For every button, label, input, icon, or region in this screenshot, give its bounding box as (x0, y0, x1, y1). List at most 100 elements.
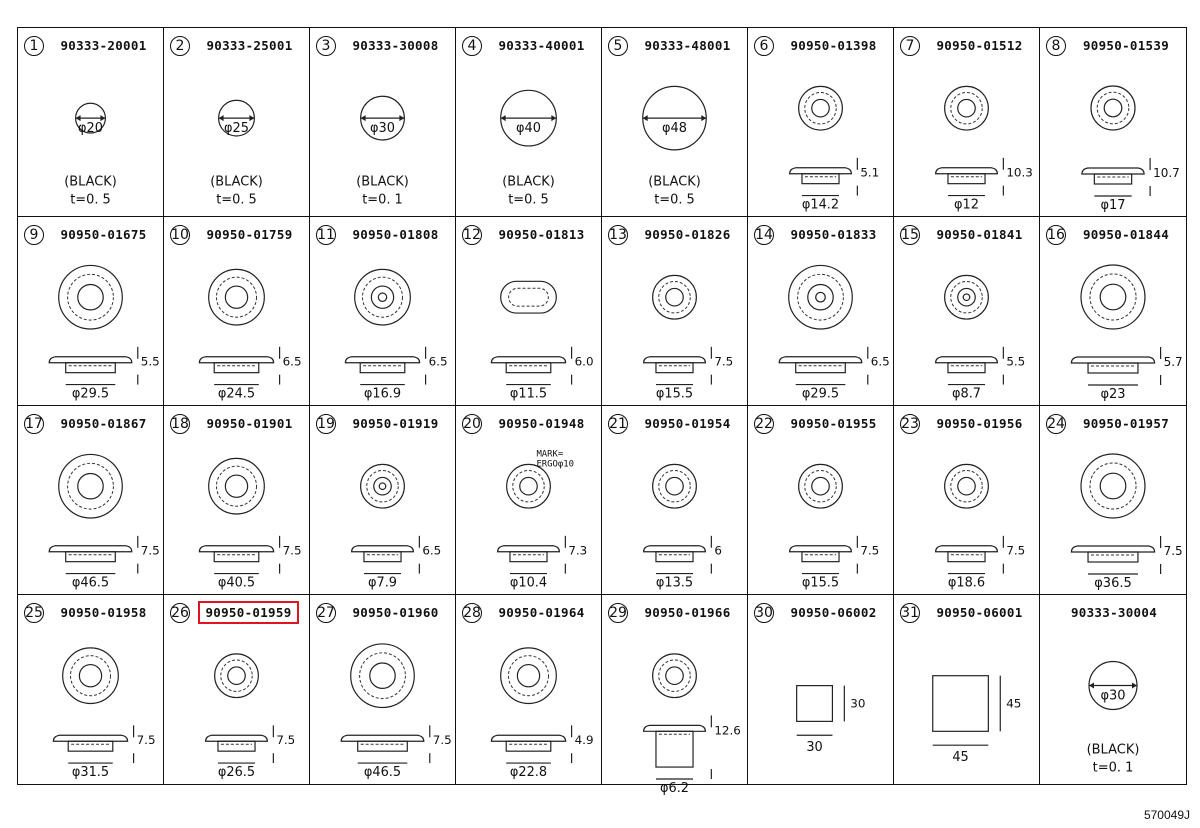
grommet-inner-ring (957, 287, 976, 307)
item-number: 3 (316, 36, 336, 56)
diameter-label: φ46.5 (364, 765, 401, 780)
body-profile (801, 173, 840, 185)
diameter-label: φ29.5 (72, 387, 109, 402)
grommet-outer-ring (944, 85, 989, 131)
part-number: 90950-01867 (60, 416, 147, 431)
arrow-heads (360, 115, 405, 122)
item-number: 31 (900, 603, 920, 623)
grommet-dashed-ring (950, 469, 983, 503)
part-number: 90333-25001 (206, 38, 293, 53)
color-note: (BLACK) (1087, 743, 1140, 758)
part-svg: φ8.7 5.5 (935, 274, 1025, 402)
grommet-outer-ring (944, 274, 989, 320)
grommet-outer-ring (208, 268, 265, 326)
thickness-note: t=0. 5 (216, 193, 257, 208)
grommet-dashed-ring (804, 91, 837, 125)
height-label: 7.5 (276, 733, 295, 747)
grommet-outer-ring (350, 643, 415, 709)
flange-profile (497, 545, 560, 553)
grommet-outer-ring (62, 647, 119, 705)
flange-profile (778, 356, 863, 364)
body-profile (67, 740, 114, 752)
part-svg: φ26.57.5 (205, 653, 295, 780)
part-drawing: φ30(BLACK)t=0. 1 (1040, 623, 1186, 784)
part-number: 90950-01964 (498, 605, 585, 620)
grommet-dashed-ring (361, 276, 404, 318)
thickness-note: t=0. 1 (362, 193, 403, 208)
grommet-outer-ring (360, 463, 405, 509)
part-number: 90950-01955 (790, 416, 877, 431)
part-svg: φ40(BLACK)t=0. 5 (500, 89, 557, 208)
diameter-label: φ12 (954, 198, 979, 213)
mark-note: MARK= (536, 449, 563, 459)
square-outline (932, 675, 989, 732)
flange-profile (643, 724, 706, 732)
grommet-inner-ring (77, 283, 104, 311)
grommet-dashed-ring (512, 469, 545, 503)
part-number: 90333-30004 (1070, 605, 1158, 620)
item-number: 2 (170, 36, 190, 56)
height-label: 5.1 (860, 166, 879, 180)
grommet-dashed-ring (797, 273, 844, 321)
height-label: 6.5 (429, 355, 448, 369)
grommet-dashed-ring (1089, 462, 1137, 510)
grommet-inner-ring (957, 476, 976, 496)
grommet-inner-ring (78, 663, 103, 688)
grommet-inner-ring (77, 472, 104, 500)
item-number: 5 (608, 36, 628, 56)
grommet-dashed-ring (359, 652, 406, 700)
diameter-label: φ20 (78, 121, 103, 136)
height-label: 7.5 (137, 733, 156, 747)
grommet-dashed-ring (950, 91, 983, 125)
part-number: 90950-06002 (790, 605, 877, 620)
height-label: 6.5 (283, 355, 302, 369)
grommet-outer-ring (788, 264, 853, 330)
part-number: 90950-01675 (60, 227, 147, 242)
grommet-outer-ring (500, 647, 557, 705)
part-svg: φ25(BLACK)t=0. 5 (210, 99, 263, 208)
item-number: 8 (1046, 36, 1066, 56)
flange-profile (1081, 167, 1145, 175)
part-svg: φ14.25.1 (789, 85, 879, 213)
diameter-label: φ8.7 (952, 387, 981, 402)
height-label: 5.5 (1006, 355, 1025, 369)
part-cell: 2 90333-25001 φ25(BLACK)t=0. 5 (164, 28, 310, 217)
part-svg: φ16.96.5 (344, 268, 448, 402)
item-number: 27 (316, 603, 336, 623)
grommet-outer-ring (58, 453, 123, 519)
diagram-code: 570049J (1143, 808, 1190, 822)
thickness-note: t=0. 5 (508, 193, 549, 208)
part-number: 90950-01813 (498, 227, 585, 242)
part-drawing: φ30(BLACK)t=0. 1 (310, 56, 455, 216)
item-number: 9 (24, 225, 44, 245)
grommet-center-hole (377, 292, 388, 302)
grommet-inner-ring (665, 666, 684, 686)
item-number: 22 (754, 414, 774, 434)
diameter-label: φ40 (516, 121, 541, 136)
grommet-outer-ring (506, 463, 551, 509)
color-note: (BLACK) (356, 175, 409, 190)
diameter-label: φ36.5 (1094, 576, 1132, 591)
item-number: 28 (462, 603, 482, 623)
diameter-label: φ10.4 (510, 576, 547, 591)
part-svg: φ48(BLACK)t=0. 5 (642, 85, 707, 208)
height-label: 7.5 (714, 355, 733, 369)
diameter-label: φ13.5 (656, 576, 693, 591)
width-label: 45 (952, 750, 968, 765)
